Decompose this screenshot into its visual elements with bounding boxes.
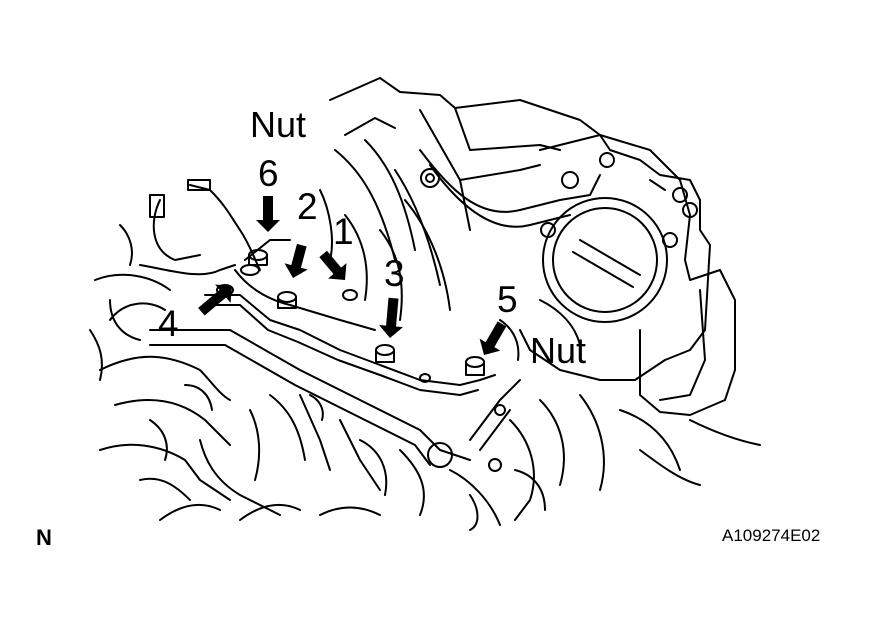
nut-label-top: Nut <box>250 104 307 145</box>
intake-manifold <box>329 77 711 381</box>
fuel-rail <box>204 294 496 386</box>
lower-engine-outline <box>89 224 761 531</box>
callout-3: 3 <box>384 253 405 294</box>
callout-5: 5 <box>497 279 518 320</box>
wire-harness <box>189 184 261 271</box>
arrow-4 <box>198 284 232 316</box>
callout-2: 2 <box>297 186 318 227</box>
orientation-letter: N <box>36 525 52 550</box>
nut-label-right: Nut <box>530 330 587 371</box>
arrow-5 <box>479 321 507 355</box>
arrow-2 <box>284 243 308 278</box>
arrow-6 <box>256 196 280 232</box>
callout-4: 4 <box>158 303 179 344</box>
throttle-body <box>539 134 736 416</box>
arrow-3 <box>379 297 404 338</box>
pointer-arrows <box>198 196 507 355</box>
arrow-1 <box>319 250 347 280</box>
figure-code: A109274E02 <box>722 526 821 545</box>
manifold-bracket <box>419 149 601 213</box>
callout-6: 6 <box>258 153 279 194</box>
callout-1: 1 <box>333 211 354 252</box>
